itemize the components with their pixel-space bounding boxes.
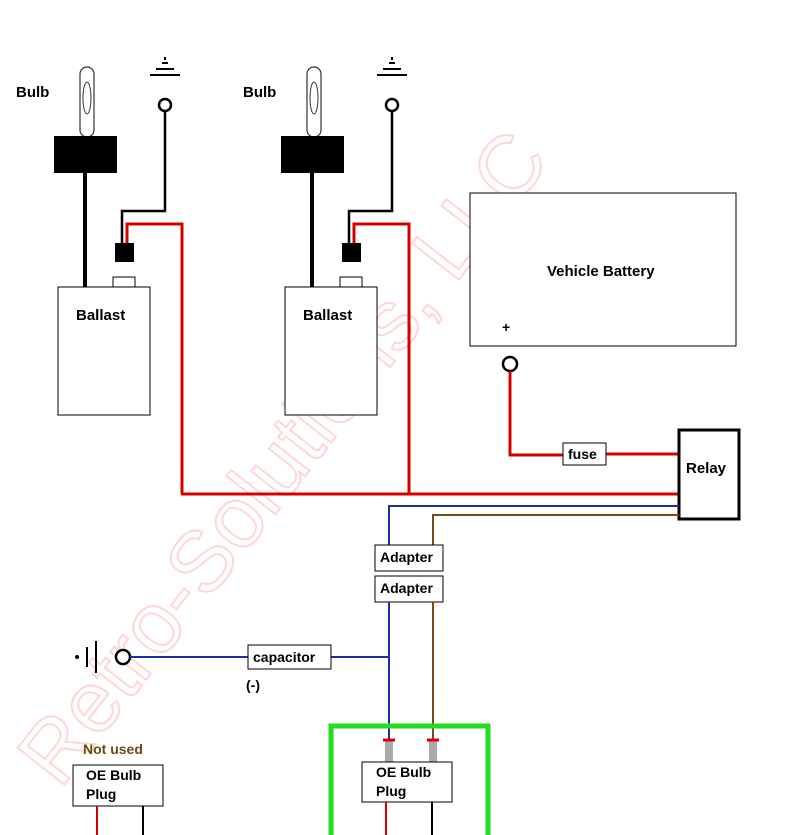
capacitor bbox=[247, 644, 332, 670]
oe-plug-left-line2: Plug bbox=[86, 786, 116, 802]
adapter-bottom bbox=[374, 575, 444, 603]
bulb-label-right: Bulb bbox=[243, 84, 276, 101]
battery-plus-label: + bbox=[502, 319, 510, 335]
terminal-ring-icon bbox=[114, 648, 132, 666]
bulb-base bbox=[281, 136, 344, 173]
ballast-left bbox=[57, 286, 151, 416]
oe-plug-right-line2: Plug bbox=[376, 783, 406, 799]
fuse-label: fuse bbox=[568, 446, 597, 462]
ground-symbol-icon bbox=[150, 57, 180, 76]
oe-plug-left-line1: OE Bulb bbox=[86, 767, 141, 783]
not-used-label: Not used bbox=[83, 741, 143, 757]
relay-label: Relay bbox=[686, 460, 727, 477]
oe-plug-right bbox=[361, 761, 453, 803]
bulb-label-left: Bulb bbox=[16, 84, 49, 101]
capacitor-label: capacitor bbox=[253, 649, 316, 665]
bulb-icon bbox=[79, 66, 95, 138]
relay bbox=[677, 428, 741, 521]
vehicle-battery bbox=[469, 192, 737, 347]
terminal-ring-icon bbox=[501, 355, 519, 373]
bulb-base bbox=[54, 136, 117, 173]
capacitor-symbol-icon bbox=[75, 641, 97, 673]
ballast-label-left: Ballast bbox=[76, 307, 125, 324]
adapter-top-label: Adapter bbox=[380, 549, 433, 565]
connector-black bbox=[342, 243, 361, 262]
bulb-icon bbox=[306, 66, 322, 138]
bulb-assembly-left: Bulb Ballast bbox=[16, 57, 184, 494]
terminal-ring-icon bbox=[384, 97, 400, 113]
terminal-ring-icon bbox=[157, 97, 173, 113]
battery-label: Vehicle Battery bbox=[547, 263, 655, 280]
ballast-label-right: Ballast bbox=[303, 307, 352, 324]
fuse bbox=[562, 442, 607, 466]
oe-plug-right-line1: OE Bulb bbox=[376, 764, 431, 780]
capacitor-neg-label: (-) bbox=[246, 677, 260, 693]
ground-symbol-icon bbox=[377, 57, 407, 76]
adapter-bottom-label: Adapter bbox=[380, 580, 433, 596]
highlight-frame bbox=[328, 723, 491, 835]
connector-black bbox=[115, 243, 134, 262]
oe-plug-left bbox=[72, 764, 164, 807]
bulb-assembly-right: Bulb Ballast bbox=[243, 57, 411, 494]
adapter-top bbox=[374, 544, 444, 572]
ballast-right bbox=[284, 286, 378, 416]
